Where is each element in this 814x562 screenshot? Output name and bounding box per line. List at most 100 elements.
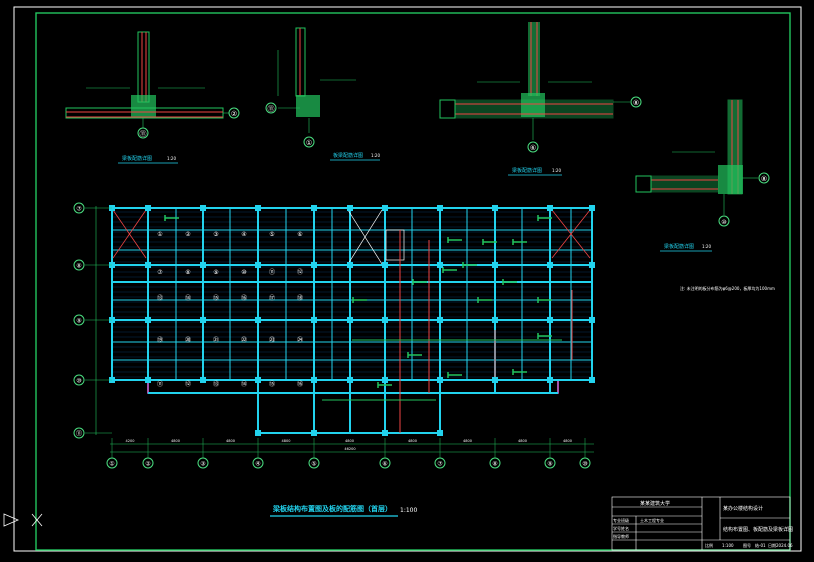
column xyxy=(347,317,353,323)
dim-text: 4800 xyxy=(171,439,180,443)
axis-label: ⑤ xyxy=(311,461,316,468)
row-label-0: 专业班级 xyxy=(613,517,629,523)
axis-bubble xyxy=(579,457,591,469)
column xyxy=(255,430,261,436)
slab-label: ② xyxy=(185,231,191,238)
detail-4-title: 梁板配筋详图 xyxy=(664,243,694,250)
slab-label: ㉒ xyxy=(241,336,247,344)
detail-1: ⑪ ② 梁板配筋详图 1:20 xyxy=(65,31,240,164)
axis-bubble xyxy=(73,202,85,214)
column xyxy=(145,262,151,268)
column xyxy=(589,262,595,268)
column xyxy=(492,205,498,211)
axis-label: ⑧ xyxy=(492,461,497,468)
detail-1-axis-bottom: ⑪ xyxy=(140,130,147,138)
columns xyxy=(109,205,595,436)
axis-bubble xyxy=(73,374,85,386)
detail-2-axis-left: ⑪ xyxy=(268,105,275,113)
column xyxy=(311,262,317,268)
detail-2: ⑪ ① 板梁配筋详图 1:20 xyxy=(265,27,380,161)
field-2: 日期 xyxy=(768,542,776,548)
column xyxy=(311,430,317,436)
column xyxy=(589,317,595,323)
detail-3-axis-bottom: ⑥ xyxy=(530,144,536,152)
column xyxy=(382,377,388,383)
axis-bubble xyxy=(434,457,446,469)
slab-label: ⑪ xyxy=(269,268,275,276)
column xyxy=(547,262,553,268)
axis-label: ③ xyxy=(200,461,205,468)
column xyxy=(382,205,388,211)
axis-bubble xyxy=(197,457,209,469)
column xyxy=(255,262,261,268)
field-value-2: 2024.06 xyxy=(776,543,793,548)
column xyxy=(492,262,498,268)
column xyxy=(492,377,498,383)
column xyxy=(311,205,317,211)
main-title-block: 梁板结构布置图及板的配筋图（首层） 1:100 xyxy=(270,504,417,517)
slab-label: ⑩ xyxy=(241,269,246,276)
axis-label: ⑩ xyxy=(76,378,81,385)
dim-text: 4800 xyxy=(408,439,417,443)
slab-label: ⑱ xyxy=(297,294,303,302)
dim-text: 4800 xyxy=(463,439,472,443)
slab-label: ⑨ xyxy=(213,269,218,276)
axis-bubble xyxy=(73,259,85,271)
detail-2-title: 板梁配筋详图 xyxy=(333,152,363,159)
axis-label: ④ xyxy=(255,461,260,468)
detail-1-title: 梁板配筋详图 xyxy=(122,155,152,162)
slab-label: ⑳ xyxy=(185,336,191,344)
axis-bubble xyxy=(489,457,501,469)
slab-label: ⑮ xyxy=(269,380,275,388)
slab-label: ⑰ xyxy=(269,294,275,302)
slab-label: ⑮ xyxy=(213,294,219,302)
axis-label: ⑧ xyxy=(76,263,81,270)
slab-label: ㉔ xyxy=(297,336,303,344)
slab-label: ⑯ xyxy=(241,294,247,302)
column xyxy=(437,262,443,268)
axis-bubble xyxy=(73,427,85,439)
slab-label: ⑯ xyxy=(297,380,303,388)
axis-bubble xyxy=(106,457,118,469)
column xyxy=(145,317,151,323)
column xyxy=(200,262,206,268)
column xyxy=(145,205,151,211)
detail-4-scale: 1:20 xyxy=(702,244,711,249)
column xyxy=(437,377,443,383)
axis-bubble xyxy=(142,457,154,469)
column xyxy=(347,205,353,211)
main-title: 梁板结构布置图及板的配筋图（首层） xyxy=(272,504,392,513)
column xyxy=(255,377,261,383)
axis-label: ⑦ xyxy=(437,461,443,468)
red-beams xyxy=(399,230,573,433)
main-scale: 1:100 xyxy=(400,507,417,514)
slab-label: ⑫ xyxy=(297,268,303,276)
column xyxy=(255,205,261,211)
dim-text: 4800 xyxy=(282,439,291,443)
title-block xyxy=(611,496,791,551)
column xyxy=(589,377,595,383)
column xyxy=(200,205,206,211)
axis-bubble xyxy=(544,457,556,469)
stair-void xyxy=(347,209,405,265)
column xyxy=(311,317,317,323)
dim-text: 4800 xyxy=(563,439,572,443)
field-value-0: 1:100 xyxy=(722,543,734,548)
column xyxy=(437,205,443,211)
dim-text: 4800 xyxy=(518,439,527,443)
slab-label: ⑥ xyxy=(297,231,302,238)
slab-label: ⑭ xyxy=(241,380,247,388)
general-note: 注: 未注明的板分布筋为φ6@200，板厚均为100mm xyxy=(680,285,775,291)
column xyxy=(382,430,388,436)
detail-3-axis-right: ⑧ xyxy=(633,99,639,107)
axis-label: ⑦ xyxy=(76,206,82,213)
field-0: 比例 xyxy=(705,542,713,548)
braced-bays xyxy=(112,209,591,259)
detail-1-scale: 1:20 xyxy=(167,156,176,161)
column xyxy=(589,205,595,211)
axis-label: ⑨ xyxy=(76,318,81,325)
slab-label: ③ xyxy=(213,231,218,238)
